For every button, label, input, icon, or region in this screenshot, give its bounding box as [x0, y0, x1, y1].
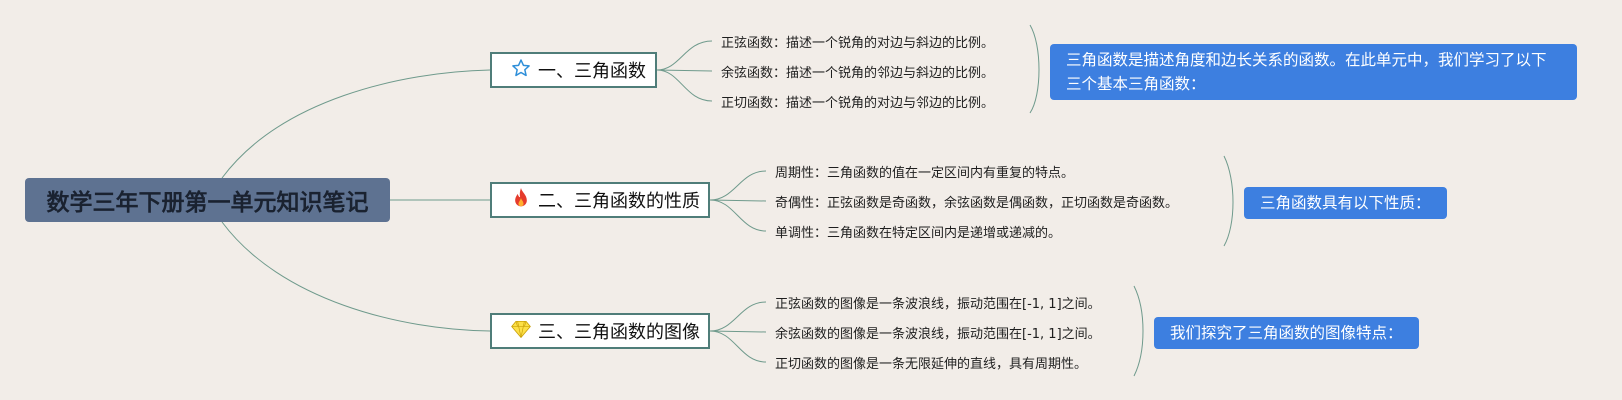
leaf-periodicity[interactable]: 周期性：三角函数的值在一定区间内有重复的特点。 [775, 166, 1075, 181]
branch-title: 三、三角函数的图像 [538, 322, 700, 343]
diamond-icon [508, 319, 534, 344]
branch-topic-1[interactable]: 一、三角函数 [490, 52, 657, 88]
bracket-2 [1223, 155, 1234, 247]
leaf-sine-graph[interactable]: 正弦函数的图像是一条波浪线，振动范围在[-1, 1]之间。 [775, 297, 1101, 312]
leaf-sine[interactable]: 正弦函数：描述一个锐角的对边与斜边的比例。 [721, 36, 995, 51]
branch-topic-2[interactable]: 二、三角函数的性质 [490, 182, 710, 218]
connector-b3-leaf-3 [709, 330, 767, 363]
summary-note-1[interactable]: 三角函数是描述角度和边长关系的函数。在此单元中，我们学习了以下三个基本三角函数： [1050, 44, 1577, 100]
leaf-tangent-graph[interactable]: 正切函数的图像是一条无限延伸的直线，具有周期性。 [775, 357, 1088, 372]
star-icon [508, 58, 534, 83]
connector-b1-leaf-1 [656, 40, 713, 71]
fire-icon [508, 187, 534, 214]
connector-b2-leaf-1 [709, 170, 767, 201]
bracket-1 [1029, 24, 1040, 114]
summary-note-2[interactable]: 三角函数具有以下性质： [1244, 187, 1447, 219]
root-title: 数学三年下册第一单元知识笔记 [46, 190, 369, 216]
connector-b1-leaf-3 [656, 69, 713, 102]
leaf-parity[interactable]: 奇偶性：正弦函数是奇函数，余弦函数是偶函数，正切函数是奇函数。 [775, 196, 1179, 211]
leaf-monotonicity[interactable]: 单调性：三角函数在特定区间内是递增或递减的。 [775, 226, 1062, 241]
branch-topic-3[interactable]: 三、三角函数的图像 [490, 313, 710, 349]
connector-b1-leaf-2 [656, 69, 713, 72]
bracket-3 [1133, 285, 1144, 377]
connector-b2-leaf-2 [709, 199, 767, 202]
summary-note-3[interactable]: 我们探究了三角函数的图像特点： [1154, 317, 1419, 349]
connector-b2-leaf-3 [709, 199, 767, 232]
connector-b3-leaf-2 [709, 330, 767, 333]
connector-root-branch-1 [221, 69, 491, 179]
branch-title: 一、三角函数 [538, 61, 646, 82]
branch-title: 二、三角函数的性质 [538, 191, 700, 212]
connector-b3-leaf-1 [709, 301, 767, 332]
connector-root-branch-3 [221, 221, 491, 332]
leaf-cosine-graph[interactable]: 余弦函数的图像是一条波浪线，振动范围在[-1, 1]之间。 [775, 327, 1101, 342]
root-topic[interactable]: 数学三年下册第一单元知识笔记 [25, 178, 390, 222]
leaf-cosine[interactable]: 余弦函数：描述一个锐角的邻边与斜边的比例。 [721, 66, 995, 81]
leaf-tangent[interactable]: 正切函数：描述一个锐角的对边与邻边的比例。 [721, 96, 995, 111]
